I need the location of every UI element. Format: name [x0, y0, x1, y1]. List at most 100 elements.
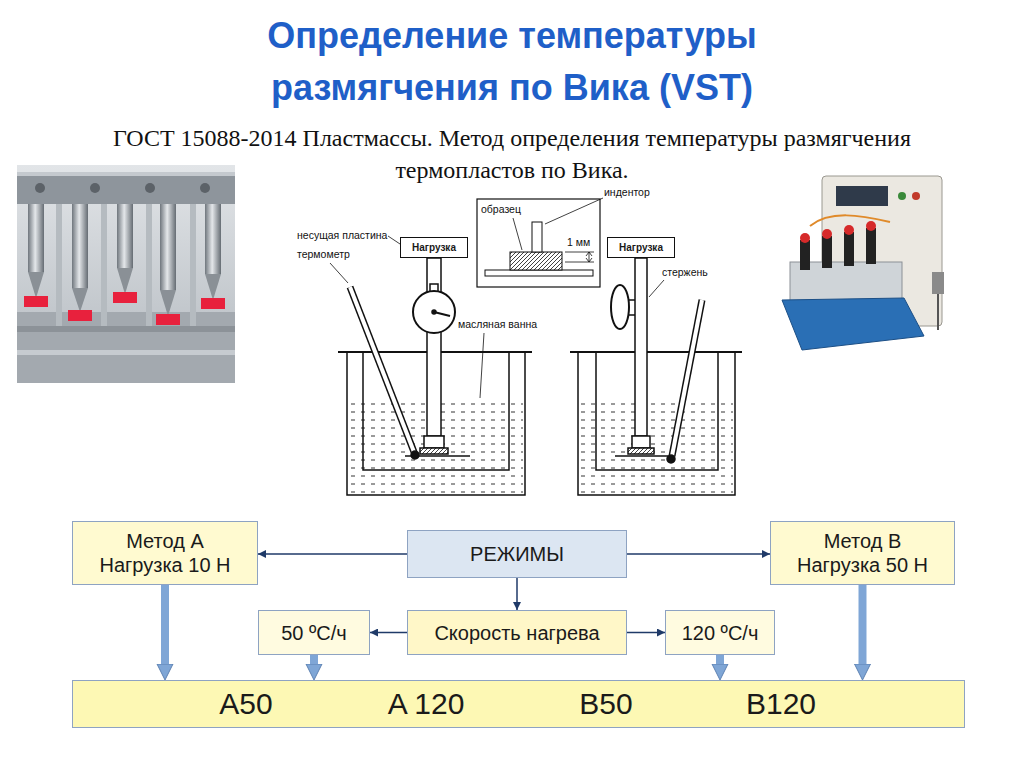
path-shape — [350, 287, 414, 452]
circle-shape — [822, 229, 832, 239]
box-text: Метод А Нагрузка 10 Н — [90, 529, 240, 577]
path-shape — [586, 252, 592, 262]
box-text: РЕЖИМЫ — [470, 542, 564, 566]
circle-shape — [411, 451, 419, 459]
circle-shape — [413, 291, 455, 333]
rect-shape — [113, 292, 137, 303]
path-shape — [513, 218, 522, 250]
rect-shape — [190, 204, 196, 326]
rect-shape — [56, 204, 62, 326]
path-shape — [480, 333, 484, 398]
box-text: Нагрузка — [619, 242, 663, 254]
rect-shape — [424, 436, 444, 448]
part-label: стержень — [662, 266, 708, 278]
rect-shape — [510, 252, 562, 270]
part-label: образец — [481, 203, 521, 215]
circle-shape — [898, 192, 906, 200]
path-shape — [205, 274, 221, 300]
rect-shape — [17, 172, 235, 204]
circle-shape — [866, 221, 876, 231]
photo-vicat-apparatus — [782, 176, 944, 350]
modes-box: РЕЖИМЫ — [407, 530, 627, 578]
block-arrow — [716, 655, 724, 664]
circle-shape — [145, 183, 155, 193]
method-box: Метод А Нагрузка 10 Н — [72, 521, 258, 585]
box-text: 120 ºС/ч — [682, 621, 759, 645]
rect-shape — [932, 272, 944, 294]
standard-reference: ГОСТ 15088-2014 Пластмассы. Метод опреде… — [112, 122, 912, 186]
rect-shape — [17, 312, 235, 383]
rect-shape — [420, 448, 448, 454]
apparatus-side-view — [570, 258, 742, 495]
path-shape — [629, 300, 635, 315]
box-text: Скорость нагрева — [434, 621, 599, 645]
rect-shape — [532, 222, 542, 252]
rect-shape — [156, 314, 180, 325]
rect-shape — [632, 436, 650, 448]
rect-shape — [146, 204, 152, 326]
mode-code: B120 — [746, 686, 816, 722]
mode-code: A50 — [219, 686, 272, 722]
path-shape — [615, 455, 668, 457]
rect-shape — [477, 199, 600, 287]
circle-shape — [844, 225, 854, 235]
heating-rate-box: Скорость нагрева — [407, 610, 627, 655]
circle-shape — [35, 183, 45, 193]
circle-shape — [200, 183, 210, 193]
rect-shape — [427, 258, 441, 436]
path-shape — [672, 300, 702, 456]
path-shape — [782, 298, 924, 350]
path-shape — [330, 263, 348, 283]
flow-arrow — [370, 632, 407, 634]
path-shape — [350, 287, 414, 452]
mode-result-band: A50 A 120 B50 B120 — [72, 680, 965, 728]
path-shape — [810, 215, 890, 226]
rect-shape — [205, 204, 221, 274]
block-arrow — [859, 585, 867, 664]
path-shape — [578, 352, 735, 495]
box-text: Метод В Нагрузка 50 Н — [788, 529, 938, 577]
rect-shape — [17, 326, 235, 332]
rect-shape — [160, 204, 176, 290]
circle-shape — [90, 183, 100, 193]
path-shape — [596, 352, 718, 470]
part-label: термометр — [297, 248, 350, 260]
apparatus-front-view — [338, 258, 532, 495]
circle-shape — [800, 233, 810, 243]
rect-shape — [822, 236, 832, 268]
rect-shape — [836, 186, 888, 206]
part-label: масляная ванна — [458, 318, 537, 330]
slide-title: Определение температуры размягчения по В… — [212, 10, 812, 114]
mode-code: A 120 — [388, 686, 465, 722]
path-shape — [565, 252, 594, 262]
rect-shape — [24, 296, 48, 307]
rect-shape — [72, 204, 88, 288]
flow-arrow — [627, 632, 665, 634]
path-shape — [117, 268, 133, 294]
rect-shape — [580, 398, 733, 493]
rect-shape — [635, 258, 647, 436]
path-shape — [937, 294, 939, 330]
path-shape — [434, 312, 450, 316]
path-shape — [72, 288, 88, 312]
path-shape — [672, 300, 702, 456]
circle-shape — [912, 192, 920, 200]
box-text: Нагрузка — [412, 242, 456, 254]
part-label: индентор — [604, 186, 650, 198]
mode-code: B50 — [579, 686, 632, 722]
rect-shape — [628, 448, 654, 454]
rect-shape — [17, 172, 235, 176]
rate-box: 120 ºС/ч — [665, 610, 775, 655]
block-arrow — [161, 585, 169, 664]
circle-shape — [667, 455, 675, 463]
load-plate: Нагрузка — [400, 237, 468, 258]
rect-shape — [101, 204, 107, 326]
rect-shape — [17, 165, 235, 383]
path-shape — [589, 252, 590, 262]
dimension-label: 1 мм — [567, 236, 590, 248]
path-shape — [545, 198, 603, 224]
ellipse-shape — [611, 285, 629, 329]
rect-shape — [28, 204, 44, 272]
rect-shape — [485, 270, 593, 276]
